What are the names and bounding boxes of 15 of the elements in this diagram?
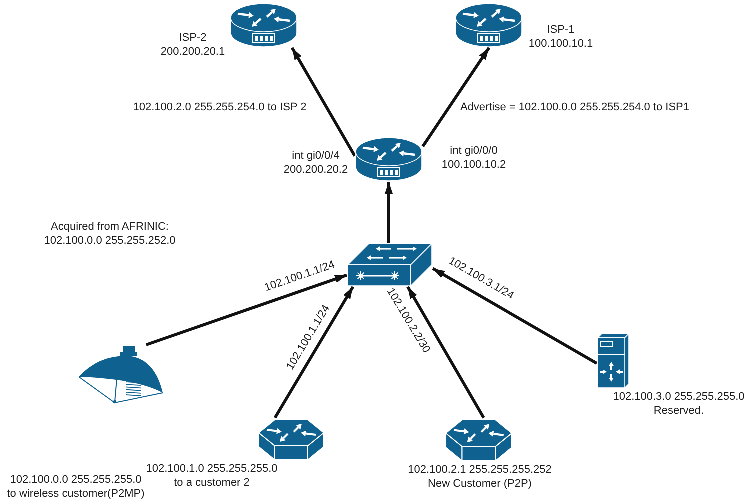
device-label: ISP-1 100.100.10.1 — [528, 23, 594, 51]
arrow — [406, 286, 486, 419]
arrow — [422, 47, 491, 148]
device-label: int gi0/0/4 200.200.20.2 — [284, 149, 348, 177]
device-label: 102.100.2.1 255.255.255.252 New Customer (P2P) — [408, 463, 552, 491]
arrow — [432, 267, 598, 365]
annotation-text: Acquired from AFRINIC: 102.100.0.0 255.255.252.0 — [44, 220, 176, 248]
arrow — [290, 47, 356, 157]
device-label: 102.100.1.0 255.255.255.0 to a customer 2 — [146, 462, 278, 490]
arrow — [274, 286, 354, 419]
annotation-text: 102.100.0.0 255.255.255.0 to wireless customer(P2MP) — [7, 473, 145, 501]
device-label: ISP-2 200.200.20.1 — [160, 31, 226, 59]
arrow — [146, 274, 348, 346]
device-label: int gi0/0/0 100.100.10.2 — [442, 144, 506, 172]
device-label: 102.100.3.0 255.255.255.0 Reserved. — [613, 390, 745, 418]
